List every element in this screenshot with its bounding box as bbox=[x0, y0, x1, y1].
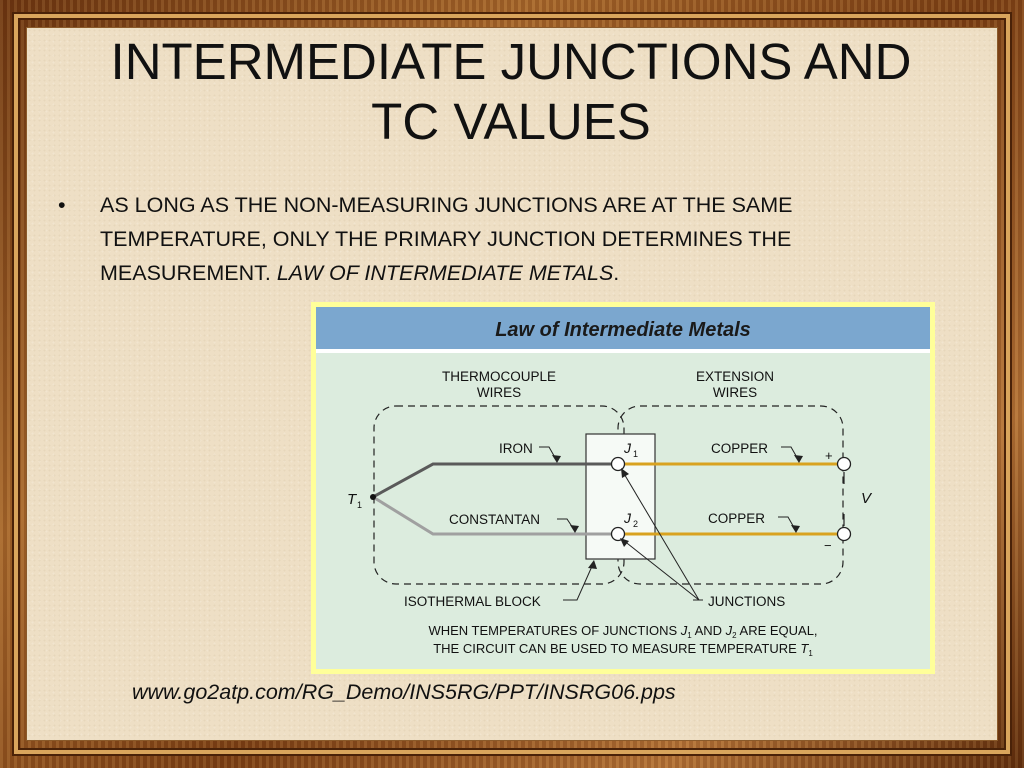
thermocouple-group-outline bbox=[373, 405, 625, 585]
junctions-leader-j2 bbox=[622, 539, 700, 601]
copper-bottom-label: COPPER bbox=[708, 511, 765, 526]
terminal-positive bbox=[836, 456, 852, 472]
extension-label-2: WIRES bbox=[713, 385, 757, 400]
diagram-header-rule bbox=[316, 349, 930, 353]
copper-top-label: COPPER bbox=[711, 441, 768, 456]
caption-line-2: THE CIRCUIT CAN BE USED TO MEASURE TEMPE… bbox=[433, 641, 813, 658]
isothermal-arrowhead bbox=[588, 560, 597, 569]
diagram-figure: Law of Intermediate Metals THERMOCOUPLE … bbox=[311, 302, 935, 674]
diagram-header-band bbox=[316, 307, 930, 349]
bullet-line-2: TEMPERATURE, ONLY THE PRIMARY JUNCTION D… bbox=[100, 227, 792, 251]
thermocouple-label-2: WIRES bbox=[477, 385, 521, 400]
bullet-period: . bbox=[613, 261, 620, 285]
iron-arrowhead bbox=[552, 455, 561, 463]
junction-j2-circle bbox=[610, 526, 626, 542]
junction-j1-circle bbox=[610, 456, 626, 472]
isothermal-block-label: ISOTHERMAL BLOCK bbox=[404, 594, 541, 609]
j1-label: J bbox=[623, 440, 632, 456]
minus-sign: − bbox=[824, 538, 832, 553]
title-line-2: TC VALUES bbox=[371, 93, 651, 150]
t1-label: T bbox=[347, 491, 358, 508]
frame-gilt-border bbox=[14, 14, 1010, 754]
iron-wire bbox=[372, 462, 618, 499]
terminal-negative bbox=[836, 526, 852, 542]
j1-subscript: 1 bbox=[633, 449, 638, 459]
slide-title: INTERMEDIATE JUNCTIONS AND TC VALUES bbox=[40, 32, 982, 152]
bullet-line-3: MEASUREMENT. bbox=[100, 261, 277, 285]
diagram-header-title: Law of Intermediate Metals bbox=[495, 319, 751, 341]
source-url: www.go2atp.com/RG_Demo/INS5RG/PPT/INSRG0… bbox=[132, 680, 676, 704]
j2-subscript: 2 bbox=[633, 519, 638, 529]
bullet-marker: • bbox=[58, 193, 66, 217]
junctions-arrowhead-j1 bbox=[621, 468, 629, 478]
plus-sign: + bbox=[825, 448, 833, 463]
constantan-label: CONSTANTAN bbox=[449, 512, 540, 527]
t1-subscript: 1 bbox=[357, 500, 362, 510]
isothermal-leader bbox=[563, 563, 594, 601]
voltage-label: V bbox=[861, 490, 873, 507]
title-line-1: INTERMEDIATE JUNCTIONS AND bbox=[110, 33, 912, 90]
j2-label: J bbox=[623, 510, 632, 526]
iron-label: IRON bbox=[499, 441, 533, 456]
bullet-line-1: AS LONG AS THE NON-MEASURING JUNCTIONS A… bbox=[100, 193, 793, 217]
constantan-arrowhead bbox=[570, 525, 579, 533]
junctions-arrowhead-j2 bbox=[620, 538, 629, 547]
junctions-label: JUNCTIONS bbox=[708, 594, 785, 609]
extension-label-1: EXTENSION bbox=[696, 369, 774, 384]
bullet-text: AS LONG AS THE NON-MEASURING JUNCTIONS A… bbox=[100, 188, 950, 290]
thermocouple-label-1: THERMOCOUPLE bbox=[442, 369, 556, 384]
constantan-wire bbox=[372, 495, 618, 536]
measuring-junction-dot bbox=[370, 494, 376, 500]
junctions-leader-j1 bbox=[622, 471, 700, 601]
diagram-svg: Law of Intermediate Metals THERMOCOUPLE … bbox=[316, 307, 930, 669]
caption-line-1: WHEN TEMPERATURES OF JUNCTIONS J1 AND J2… bbox=[428, 623, 817, 640]
copper-top-arrowhead bbox=[794, 455, 803, 463]
bullet-law-name: LAW OF INTERMEDIATE METALS bbox=[276, 261, 614, 285]
copper-bottom-arrowhead bbox=[791, 525, 800, 533]
